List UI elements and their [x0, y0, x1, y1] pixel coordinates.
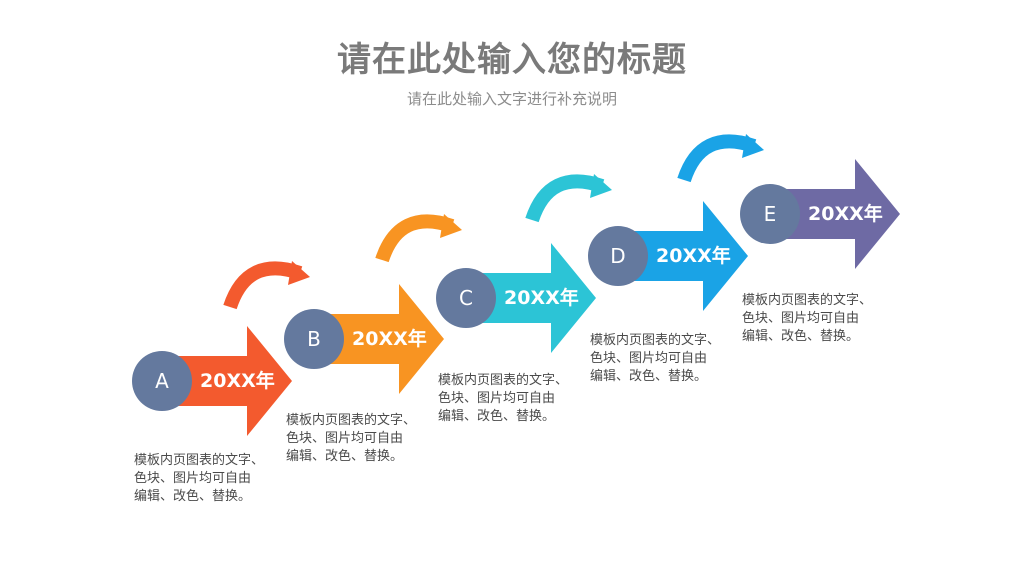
step-desc-a: 模板内页图表的文字、 色块、图片均可自由 编辑、改色、替换。	[134, 452, 294, 506]
step-badge-d: D	[588, 226, 648, 286]
desc-line: 色块、图片均可自由	[590, 351, 708, 366]
step-year-d: 20XX年	[656, 245, 731, 267]
desc-line: 模板内页图表的文字、	[286, 413, 417, 428]
step-desc-d: 模板内页图表的文字、 色块、图片均可自由 编辑、改色、替换。	[590, 332, 750, 386]
arrow-shape-d	[608, 201, 748, 311]
step-year-b: 20XX年	[352, 328, 427, 350]
curve-arrow-3	[525, 174, 612, 223]
desc-line: 编辑、改色、替换。	[742, 329, 860, 344]
desc-line: 编辑、改色、替换。	[134, 489, 252, 504]
step-b: B 20XX年	[284, 284, 484, 394]
arrow-fill-d	[608, 201, 748, 311]
step-year-e: 20XX年	[808, 203, 883, 225]
step-badge-c: C	[436, 268, 496, 328]
desc-line: 色块、图片均可自由	[742, 311, 860, 326]
arrow-shape-a	[152, 326, 292, 436]
desc-line: 色块、图片均可自由	[286, 431, 404, 446]
arrow-fill-a	[152, 326, 292, 436]
step-desc-e: 模板内页图表的文字、 色块、图片均可自由 编辑、改色、替换。	[742, 292, 902, 346]
step-badge-b: B	[284, 309, 344, 369]
desc-line: 模板内页图表的文字、	[438, 373, 569, 388]
desc-line: 编辑、改色、替换。	[590, 369, 708, 384]
step-desc-c: 模板内页图表的文字、 色块、图片均可自由 编辑、改色、替换。	[438, 372, 598, 426]
arrow-shape-b	[304, 284, 444, 394]
desc-line: 编辑、改色、替换。	[438, 409, 556, 424]
desc-line: 色块、图片均可自由	[438, 391, 556, 406]
step-desc-b: 模板内页图表的文字、 色块、图片均可自由 编辑、改色、替换。	[286, 412, 446, 466]
step-badge-e: E	[740, 184, 800, 244]
step-year-c: 20XX年	[504, 287, 579, 309]
desc-line: 色块、图片均可自由	[134, 471, 252, 486]
arrow-fill-b	[304, 284, 444, 394]
desc-line: 编辑、改色、替换。	[286, 449, 404, 464]
arrow-fill-c	[456, 243, 596, 353]
curve-arrow-1	[223, 261, 310, 310]
step-year-a: 20XX年	[200, 370, 275, 392]
arrow-shape-e	[760, 159, 900, 269]
curve-arrow-4	[677, 134, 764, 183]
arrow-shape-c	[456, 243, 596, 353]
step-c: C 20XX年	[436, 243, 636, 353]
page-title: 请在此处输入您的标题	[337, 40, 687, 80]
step-badge-a: A	[132, 351, 192, 411]
desc-line: 模板内页图表的文字、	[590, 333, 721, 348]
desc-line: 模板内页图表的文字、	[134, 453, 265, 468]
step-d: D 20XX年	[588, 201, 788, 311]
desc-line: 模板内页图表的文字、	[742, 293, 873, 308]
step-a: A 20XX年	[132, 326, 332, 436]
page-subtitle: 请在此处输入文字进行补充说明	[406, 90, 617, 108]
step-e: E 20XX年	[740, 159, 940, 269]
curve-arrow-2	[375, 214, 462, 263]
arrow-fill-e	[760, 159, 900, 269]
